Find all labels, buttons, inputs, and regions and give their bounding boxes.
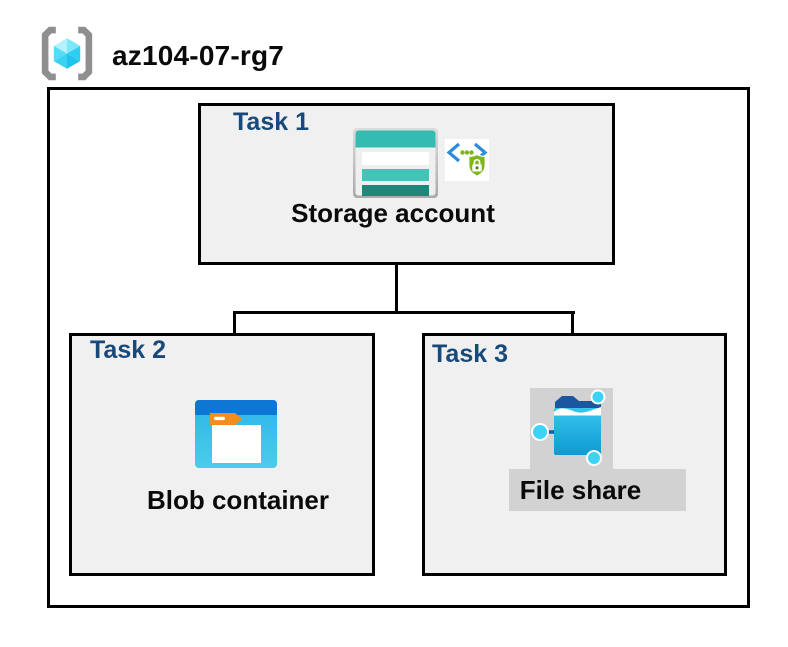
- task2-label: Task 2: [90, 336, 166, 364]
- blob-container-icon: [195, 400, 277, 468]
- storage-account-caption: Storage account: [291, 198, 495, 228]
- task3-label: Task 3: [432, 340, 508, 368]
- blob-container-caption: Blob container: [146, 485, 329, 515]
- resource-group-name: az104-07-rg7: [112, 40, 285, 71]
- resource-group-icon: [40, 25, 94, 82]
- storage-account-icon: [353, 128, 438, 198]
- file-share-caption-band: File share: [509, 469, 686, 511]
- api-lock-icon: [444, 138, 490, 182]
- file-share-caption: File share: [519, 474, 642, 505]
- task1-label: Task 1: [233, 108, 309, 136]
- connector-branch: [233, 311, 575, 314]
- file-share-icon: [530, 388, 613, 469]
- connector-storage-stem: [395, 237, 398, 314]
